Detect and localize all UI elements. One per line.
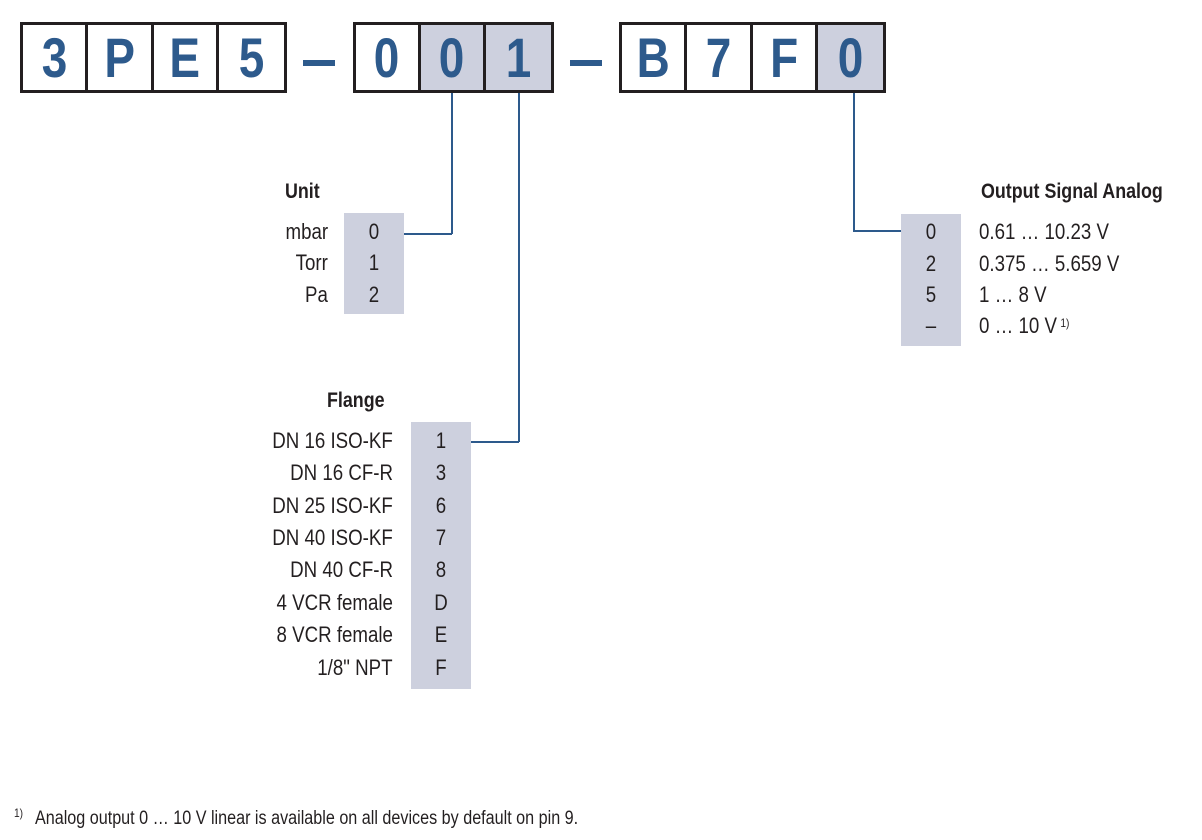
- output-desc: 0.61 … 10.23 V: [979, 219, 1109, 245]
- code-char: E: [169, 26, 200, 89]
- flange-code: 6: [435, 493, 447, 518]
- code-char: P: [104, 26, 135, 89]
- flange-code: 3: [435, 460, 447, 485]
- unit-connector-horizontal: [404, 233, 452, 235]
- code-cell: P: [88, 25, 154, 90]
- output-code: 2: [925, 251, 937, 276]
- flange-label: 4 VCR female: [276, 590, 393, 615]
- code-group-2: 0 0 1: [353, 22, 554, 93]
- flange-code: F: [435, 655, 447, 680]
- output-desc: 1 … 8 V: [979, 282, 1047, 308]
- unit-label: Pa: [305, 282, 328, 307]
- flange-label: DN 16 CF-R: [290, 460, 393, 485]
- code-cell: B: [622, 25, 688, 90]
- flange-label: DN 25 ISO-KF: [272, 493, 393, 518]
- footnote-text: Analog output 0 … 10 V linear is availab…: [34, 808, 579, 829]
- code-char: B: [636, 26, 670, 89]
- code-group-1: 3 P E 5: [20, 22, 287, 93]
- flange-title: Flange: [327, 389, 385, 412]
- flange-code: E: [434, 622, 448, 647]
- flange-label: 8 VCR female: [276, 622, 393, 647]
- flange-label: DN 40 CF-R: [290, 557, 393, 582]
- output-desc-text: 0.375 … 5.659 V: [979, 251, 1120, 276]
- code-char: 0: [837, 26, 864, 89]
- flange-label: 1/8" NPT: [317, 655, 393, 680]
- unit-code: 1: [368, 250, 380, 275]
- code-char: F: [769, 26, 798, 89]
- code-char: 0: [439, 26, 465, 89]
- output-signal-title: Output Signal Analog: [981, 180, 1163, 203]
- separator-dash: [303, 60, 335, 66]
- output-code: 0: [925, 219, 937, 244]
- code-cell-flange: 1: [486, 25, 551, 90]
- output-desc-text: 1 … 8 V: [979, 282, 1047, 307]
- output-desc-text: 0.61 … 10.23 V: [979, 219, 1109, 244]
- flange-code: 7: [435, 525, 447, 550]
- code-char: 5: [238, 26, 265, 89]
- output-connector-vertical: [853, 93, 855, 231]
- unit-label: mbar: [285, 219, 328, 244]
- code-cell: 0: [356, 25, 422, 90]
- output-desc: 0.375 … 5.659 V: [979, 251, 1119, 277]
- code-cell: 7: [687, 25, 753, 90]
- code-cell-output: 0: [817, 25, 884, 90]
- code-cell: E: [154, 25, 219, 90]
- unit-code: 0: [368, 219, 380, 244]
- footnote-mark: 1): [14, 806, 24, 820]
- unit-title: Unit: [285, 180, 320, 203]
- output-connector-horizontal: [853, 230, 901, 232]
- code-char: 1: [505, 26, 532, 89]
- code-cell: 5: [219, 25, 284, 90]
- output-desc-text: 0 … 10 V: [979, 313, 1057, 338]
- unit-code-column: [344, 213, 404, 314]
- code-group-3: B 7 F 0: [619, 22, 886, 93]
- code-char: 0: [374, 26, 400, 89]
- code-char: 3: [41, 26, 67, 89]
- flange-code-column: [411, 422, 471, 689]
- flange-connector-vertical: [518, 93, 520, 442]
- output-code-column: [901, 214, 961, 346]
- flange-connector-horizontal: [471, 441, 519, 443]
- flange-code: 1: [435, 428, 447, 453]
- code-cell: F: [753, 25, 818, 90]
- flange-label: DN 16 ISO-KF: [272, 428, 393, 453]
- output-code: –: [925, 313, 937, 338]
- unit-code: 2: [368, 282, 380, 307]
- unit-label: Torr: [295, 250, 328, 275]
- footnote: 1) Analog output 0 … 10 V linear is avail…: [14, 806, 578, 830]
- flange-label: DN 40 ISO-KF: [272, 525, 393, 550]
- code-char: 7: [705, 26, 732, 89]
- separator-dash: [570, 60, 602, 66]
- code-cell: 3: [23, 25, 89, 90]
- flange-code: 8: [435, 557, 447, 582]
- unit-connector-vertical: [451, 93, 453, 234]
- flange-code: D: [434, 590, 448, 615]
- output-code: 5: [925, 282, 937, 307]
- code-cell-unit: 0: [421, 25, 487, 90]
- footnote-reference: 1): [1060, 316, 1070, 330]
